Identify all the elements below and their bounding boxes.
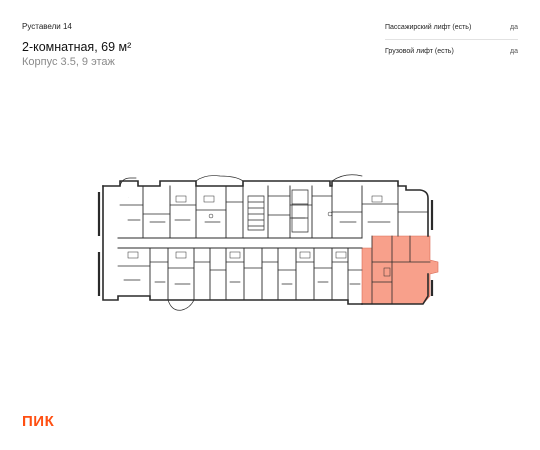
- room-area-marks: .: [128, 195, 129, 199]
- fixtures: [127, 195, 391, 277]
- feature-label: Грузовой лифт (есть): [385, 48, 454, 55]
- apartment-title: 2-комнатная, 69 м²: [22, 40, 132, 54]
- highlighted-apartment[interactable]: [361, 235, 439, 305]
- window-marks: [97, 192, 434, 296]
- features-list: Пассажирский лифт (есть) да Грузовой лиф…: [385, 16, 518, 63]
- feature-row-passenger-lift: Пассажирский лифт (есть) да: [385, 16, 518, 40]
- feature-label: Пассажирский лифт (есть): [385, 24, 472, 31]
- pik-logo: ПИК: [22, 413, 55, 430]
- building-walls: [102, 174, 431, 311]
- feature-value: да: [510, 48, 518, 55]
- apartment-subtitle: Корпус 3.5, 9 этаж: [22, 56, 115, 68]
- feature-value: да: [510, 24, 518, 31]
- feature-row-freight-lift: Грузовой лифт (есть) да: [385, 40, 518, 63]
- svg-text:.: .: [128, 195, 129, 199]
- project-name: Руставели 14: [22, 22, 72, 31]
